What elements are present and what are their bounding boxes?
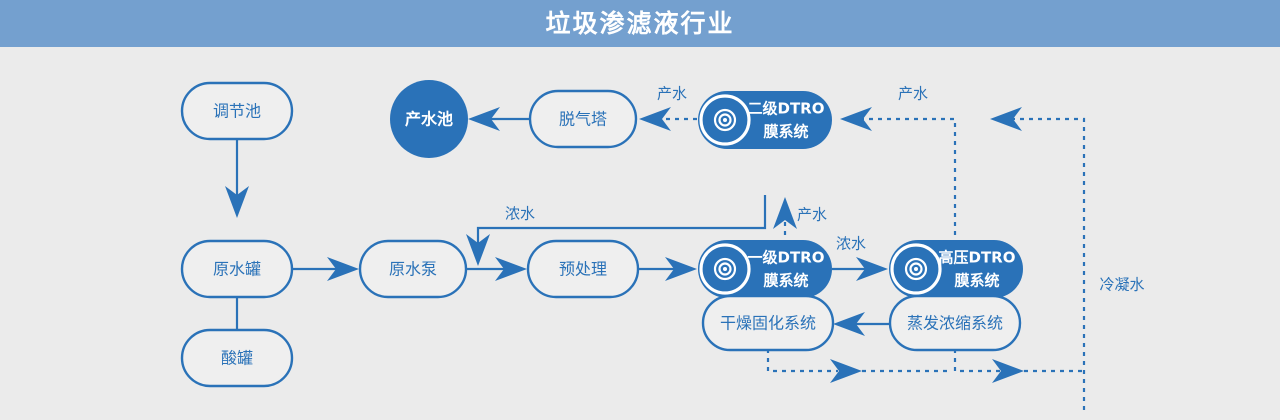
- node-dtrohp-label-line1: 高压DTRO: [939, 249, 1016, 267]
- node-yuanshuibeng[interactable]: 原水泵: [358, 239, 468, 299]
- node-zhengfa-label: 蒸发浓缩系统: [907, 314, 1003, 333]
- node-tuoqita[interactable]: 脱气塔: [528, 89, 638, 149]
- node-zhengfa[interactable]: 蒸发浓缩系统: [888, 294, 1022, 352]
- edge-lengningshui-return: 冷凝水 产水: [898, 85, 1145, 410]
- node-tiaojiechi[interactable]: 调节池: [180, 81, 294, 141]
- edge-yuanshuiguan-to-yuanshuibeng: [293, 257, 359, 281]
- edge-zhengfa-bottom-return: [953, 349, 1085, 383]
- membrane-spiral-icon: [699, 94, 751, 146]
- edge-tiaojiechi-to-yuanshuiguan: [225, 139, 249, 218]
- node-yuchuli-label: 预处理: [559, 260, 607, 279]
- node-dtro2-label-line1: 二级DTRO: [748, 100, 825, 118]
- node-yuanshuiguan[interactable]: 原水罐: [180, 239, 294, 299]
- node-dtrohp-label-line2: 膜系统: [954, 272, 999, 290]
- edge-label-chanshui-top: 产水: [657, 85, 687, 103]
- edge-yuchuli-to-dtro1: [638, 257, 697, 281]
- page-header: 垃圾渗滤液行业: [0, 0, 1280, 47]
- membrane-spiral-icon: [699, 243, 751, 295]
- node-dtro1[interactable]: 一级DTRO 膜系统: [698, 240, 832, 298]
- edge-label-nongshui-top: 浓水: [505, 205, 535, 223]
- edge-label-nongshui-right: 浓水: [836, 235, 866, 253]
- edge-zhengfa-to-ganzao: [833, 312, 890, 336]
- node-dtrohp[interactable]: 高压DTRO 膜系统: [889, 240, 1023, 298]
- edge-dtro2-nongshui-recycle: 浓水: [466, 195, 767, 266]
- edge-dtro1-to-dtrohp: 浓水: [832, 235, 888, 281]
- edge-label-lengningshui: 冷凝水: [1099, 276, 1144, 294]
- edge-ganzao-bottom-return: [766, 349, 952, 383]
- edge-dtro2-chanshui-to-tuoqita: 产水: [639, 85, 697, 131]
- flowchart-canvas: 浓水 浓水 产水 产水: [0, 47, 1280, 420]
- node-ganzao-label: 干燥固化系统: [720, 314, 816, 333]
- node-yuanshuibeng-label: 原水泵: [389, 260, 437, 279]
- edge-yuanshuibeng-to-yuchuli: [466, 257, 527, 281]
- node-tuoqita-label: 脱气塔: [559, 110, 607, 129]
- edge-dtro1-chanshui-to-dtro2: 产水: [773, 197, 827, 244]
- page-title: 垃圾渗滤液行业: [545, 9, 735, 38]
- edge-label-chanshui-mid: 产水: [797, 206, 827, 224]
- node-suanguan[interactable]: 酸罐: [180, 328, 294, 388]
- node-dtro1-label-line2: 膜系统: [763, 272, 808, 290]
- node-tiaojiechi-label: 调节池: [213, 102, 261, 121]
- edge-tuoqita-to-chanshuichi: [468, 107, 530, 131]
- node-chanshuichi[interactable]: 产水池: [390, 80, 468, 158]
- node-ganzao[interactable]: 干燥固化系统: [701, 294, 835, 352]
- node-yuanshuiguan-label: 原水罐: [213, 260, 261, 279]
- edge-label-chanshui-right: 产水: [898, 85, 928, 103]
- node-suanguan-label: 酸罐: [221, 349, 253, 368]
- node-dtro2[interactable]: 二级DTRO 膜系统: [698, 91, 832, 149]
- node-yuchuli[interactable]: 预处理: [526, 239, 640, 299]
- node-chanshuichi-label: 产水池: [405, 110, 453, 129]
- node-dtro1-label-line1: 一级DTRO: [748, 249, 825, 267]
- node-dtro2-label-line2: 膜系统: [763, 123, 808, 141]
- membrane-spiral-icon: [890, 243, 942, 295]
- edge-dtrohp-chanshui-to-dtro2: [840, 107, 957, 244]
